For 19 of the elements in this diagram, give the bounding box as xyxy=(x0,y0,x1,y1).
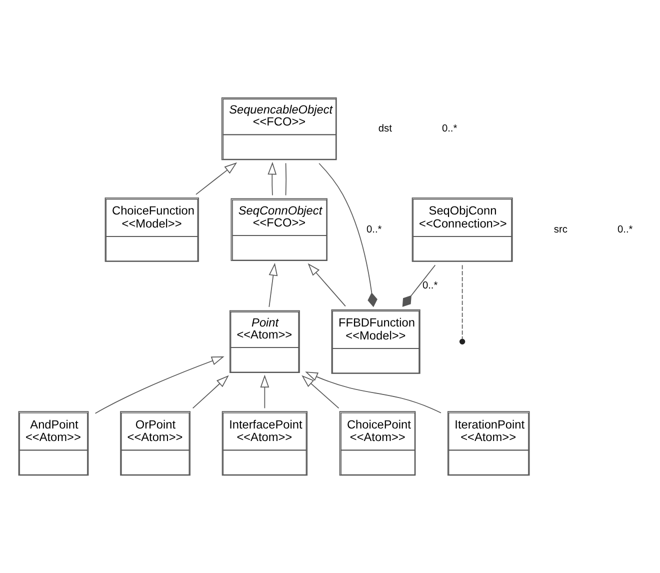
arrow xyxy=(308,263,346,307)
label: dst xyxy=(378,123,392,134)
arrow xyxy=(196,162,238,195)
arrow xyxy=(192,375,229,409)
arrow xyxy=(302,375,340,409)
arrow xyxy=(268,262,278,308)
edge-label: 0..* xyxy=(366,224,382,236)
arrow xyxy=(94,356,224,414)
label: src xyxy=(554,224,568,236)
arrow xyxy=(268,162,277,196)
arrow xyxy=(260,374,270,409)
label: 0..* xyxy=(618,224,633,236)
edge-label: 0..* xyxy=(422,280,438,292)
connector xyxy=(402,264,436,307)
connector xyxy=(318,162,378,308)
label: 0..* xyxy=(442,123,458,134)
arrow xyxy=(305,372,442,414)
connector xyxy=(462,264,463,340)
connector xyxy=(285,162,287,196)
